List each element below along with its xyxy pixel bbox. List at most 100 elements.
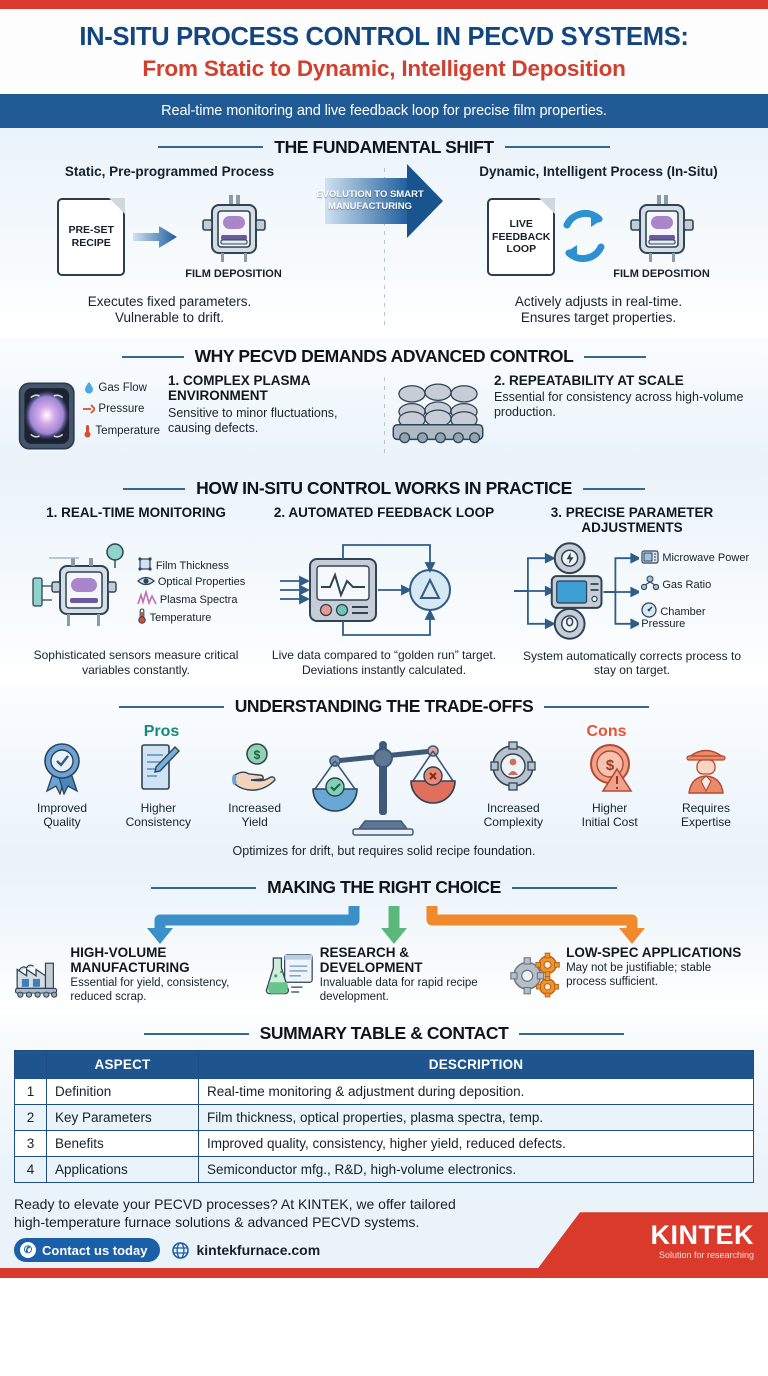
why-body-2: Essential for consistency across high-vo…	[493, 390, 744, 420]
plasma-label-gas-flow: Gas Flow	[83, 381, 160, 394]
pros-label: Pros	[143, 723, 180, 741]
globe-icon	[172, 1241, 190, 1259]
how-title-3: 3. PRECISE PARAMETER ADJUSTMENTS	[550, 505, 714, 536]
choice-body-2: Invaluable data for rapid recipe develop…	[319, 976, 478, 1003]
adjustment-output-list: Microwave Power Gas Ratio Chamber Pressu…	[641, 550, 752, 631]
hand-coin-icon: $	[231, 743, 276, 792]
thermometer-icon	[138, 608, 146, 624]
contact-us-label: Contact us today	[42, 1242, 148, 1258]
branch-arrows-icon	[147, 906, 645, 945]
kintek-logo: KINTEK Solution for researching	[538, 1212, 768, 1269]
evolution-arrow: EVOLUTION TO SMART MANUFACTURING	[316, 163, 443, 238]
bottom-accent-bar	[0, 1268, 768, 1279]
section-title: SUMMARY TABLE & CONTACT	[259, 1023, 509, 1044]
section-why-pecvd: WHY PECVD DEMANDS ADVANCED CONTROL	[0, 337, 768, 470]
logo-tagline: Solution for researching	[658, 1249, 754, 1260]
balance-scale-icon	[309, 741, 459, 842]
how-caption-2: Live data compared to “golden run” targe…	[271, 648, 497, 677]
static-note-line2: Vulnerable to drift.	[114, 310, 225, 326]
website-link[interactable]: kintekfurnace.com	[172, 1241, 320, 1259]
monitored-chamber-icon	[32, 543, 124, 627]
choice-title-2: RESEARCH & DEVELOPMENT	[319, 945, 423, 976]
sensor-film-thickness: Film Thickness	[137, 556, 246, 573]
contact-block: Ready to elevate your PECVD processes? A…	[0, 1189, 768, 1269]
contact-line2: high-temperature furnace solutions & adv…	[14, 1213, 420, 1230]
table-row: 3 Benefits Improved quality, consistency…	[14, 1130, 754, 1158]
pecvd-chamber-icon	[629, 194, 694, 262]
shift-comparison: Static, Pre-programmed Process PRE-SET R…	[14, 163, 754, 328]
thickness-square-icon	[138, 557, 152, 571]
dynamic-process-title: Dynamic, Intelligent Process (In-Situ)	[479, 163, 718, 179]
preset-recipe-doc: PRE-SET RECIPE	[57, 197, 126, 276]
sensor-optical-properties: Optical Properties	[136, 574, 245, 589]
plasma-chamber-icon	[18, 382, 75, 450]
section-tradeoffs: UNDERSTANDING THE TRADE-OFFS Pros Cons I…	[0, 687, 768, 869]
section-title: MAKING THE RIGHT CHOICE	[267, 877, 501, 898]
section-header: UNDERSTANDING THE TRADE-OFFS	[14, 696, 754, 717]
how-caption-1: Sophisticated sensors measure critical v…	[33, 648, 239, 677]
top-accent-bar	[0, 0, 768, 9]
preset-recipe-label: PRE-SET RECIPE	[68, 224, 114, 249]
rule-right	[584, 355, 647, 358]
section-fundamental-shift: THE FUNDAMENTAL SHIFT Static, Pre-progra…	[0, 127, 768, 338]
table-row: 1 Definition Real-time monitoring & adju…	[14, 1078, 754, 1106]
logo-name: KINTEK	[650, 1219, 754, 1250]
contact-line1: Ready to elevate your PECVD processes? A…	[14, 1196, 456, 1213]
output-microwave-power: Microwave Power	[641, 550, 752, 565]
svg-text:$: $	[253, 748, 260, 762]
choice-low-spec: LOW-SPEC APPLICATIONS May not be justifi…	[510, 945, 754, 1004]
contact-us-button[interactable]: ✆ Contact us today	[14, 1238, 161, 1263]
live-feedback-label: LIVE FEEDBACK LOOP	[492, 218, 551, 255]
section-header: SUMMARY TABLE & CONTACT	[14, 1023, 754, 1044]
table-row: 4 Applications Semiconductor mfg., R&D, …	[14, 1156, 754, 1184]
choice-body-3: May not be justifiable; stable process s…	[566, 962, 712, 988]
static-process-title: Static, Pre-programmed Process	[64, 163, 275, 179]
gear-bulb-icon	[553, 607, 586, 640]
section-header: WHY PECVD DEMANDS ADVANCED CONTROL	[14, 346, 754, 367]
section-title: WHY PECVD DEMANDS ADVANCED CONTROL	[194, 346, 574, 367]
dynamic-note-line2: Ensures target properties.	[520, 310, 677, 326]
live-feedback-doc: LIVE FEEDBACK LOOP	[487, 197, 556, 276]
feedback-loop-arrows-icon	[563, 209, 605, 262]
pros-cons-labels: Pros Cons	[14, 723, 754, 741]
evolution-arrow-label: EVOLUTION TO SMART MANUFACTURING	[316, 189, 424, 212]
plasma-parameter-labels: Gas Flow Pressure Temperature	[83, 373, 160, 438]
rule-left	[121, 355, 184, 358]
section-header: MAKING THE RIGHT CHOICE	[14, 877, 754, 898]
choice-body-1: Essential for yield, consistency, reduce…	[70, 976, 230, 1003]
how-title-1: 1. REAL-TIME MONITORING	[46, 505, 226, 521]
flask-lab-icon	[265, 954, 313, 995]
table-header-row: ASPECT DESCRIPTION	[14, 1050, 754, 1080]
wafer-batch-icon	[392, 383, 484, 444]
film-deposition-chamber-dynamic: FILM DEPOSITION	[613, 194, 710, 280]
coin-warning-icon: $	[589, 744, 633, 793]
section-summary-table: SUMMARY TABLE & CONTACT ASPECT DESCRIPTI…	[0, 1014, 768, 1190]
header-banner: Real-time monitoring and live feedback l…	[0, 93, 768, 128]
output-gas-ratio: Gas Ratio	[641, 575, 752, 592]
molecule-icon	[641, 575, 660, 591]
svg-text:$: $	[605, 757, 614, 774]
how-columns: 1. REAL-TIME MONITORING	[14, 505, 754, 677]
th-index	[14, 1050, 47, 1080]
section-header: HOW IN-SITU CONTROL WORKS IN PRACTICE	[14, 478, 754, 499]
gear-person-icon	[490, 741, 536, 791]
th-aspect: ASPECT	[46, 1050, 199, 1080]
why-body-1: Sensitive to minor fluctuations, causing…	[167, 405, 338, 435]
page-subtitle: From Static to Dynamic, Intelligent Depo…	[142, 55, 626, 81]
choice-arrows	[14, 904, 754, 946]
why-item-plasma: Gas Flow Pressure Temperature 1. COMPLEX…	[14, 373, 382, 459]
plasma-label-pressure: Pressure	[83, 403, 160, 415]
spectra-wave-icon	[136, 588, 157, 606]
rule-left	[118, 705, 224, 708]
why-items: Gas Flow Pressure Temperature 1. COMPLEX…	[14, 373, 754, 459]
static-process-column: Static, Pre-programmed Process PRE-SET R…	[14, 164, 325, 328]
th-description: DESCRIPTION	[198, 1050, 754, 1080]
vertical-divider	[384, 167, 385, 326]
film-deposition-label-dynamic: FILM DEPOSITION	[613, 267, 710, 280]
section-header: THE FUNDAMENTAL SHIFT	[14, 137, 754, 158]
thermometer-icon	[84, 425, 91, 438]
dynamic-note-line1: Actively adjusts in real-time.	[514, 293, 683, 309]
